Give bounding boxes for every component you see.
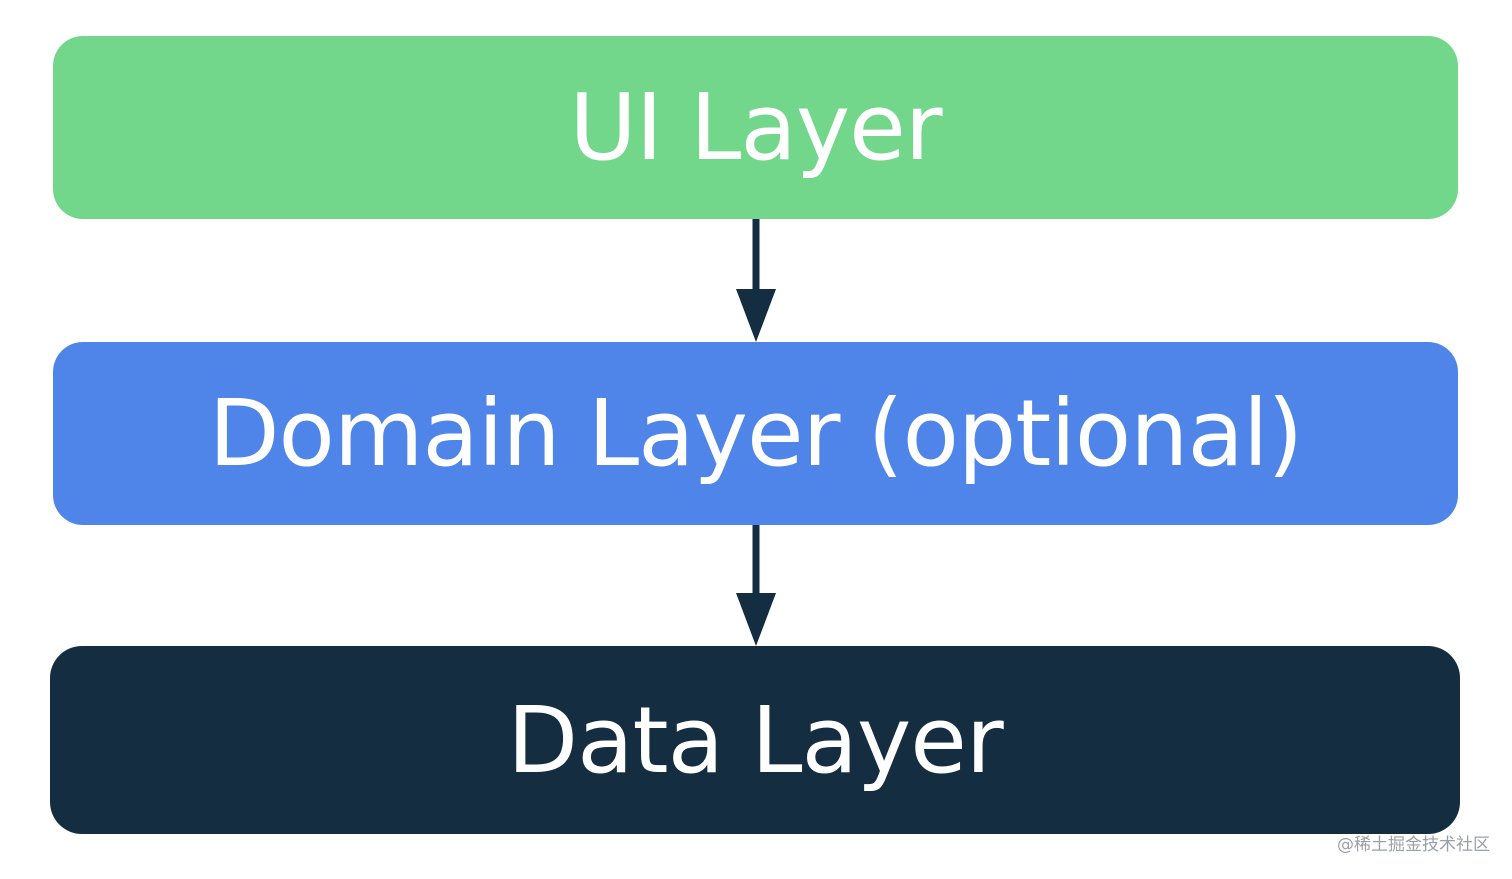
domain-layer-label: Domain Layer (optional) [208, 380, 1304, 487]
ui-layer-label: UI Layer [569, 74, 942, 181]
ui-layer-box: UI Layer [53, 36, 1458, 219]
data-layer-label: Data Layer [507, 686, 1003, 794]
arrow-ui-to-domain-head [736, 289, 776, 342]
watermark-text: @稀土掘金技术社区 [1337, 835, 1490, 855]
arrow-domain-to-data-head [736, 593, 776, 646]
arrow-ui-to-domain [736, 219, 776, 342]
domain-layer-box: Domain Layer (optional) [53, 342, 1458, 525]
data-layer-box: Data Layer [50, 646, 1460, 834]
arrow-domain-to-data [736, 525, 776, 646]
